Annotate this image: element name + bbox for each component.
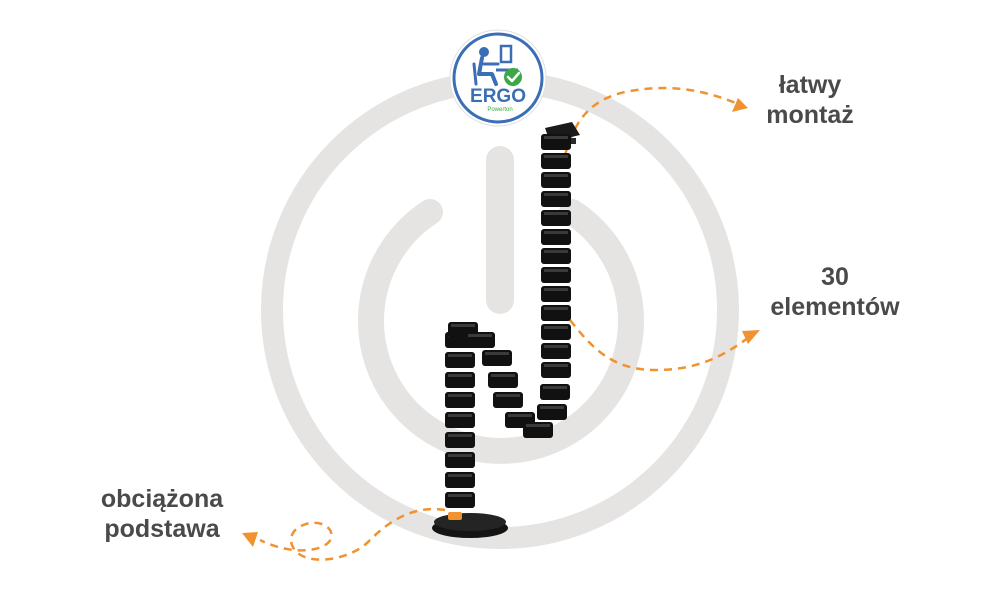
spine-segment-highlight [544, 155, 568, 158]
checkmark-icon [504, 68, 522, 86]
spine-segment-highlight [448, 414, 472, 417]
spine-segment-highlight [544, 174, 568, 177]
feature-elements: 30 elementów [745, 262, 925, 322]
spine-segment-highlight [544, 136, 568, 139]
spine-segment-highlight [448, 474, 472, 477]
spine-segment-highlight [544, 307, 568, 310]
feature-easy-mounting-line1: łatwy [778, 71, 842, 99]
spine-segment-highlight [468, 334, 492, 337]
arrow-elements [569, 319, 760, 372]
arrow-weighted-base [242, 507, 446, 561]
spine-segment-highlight [544, 364, 568, 367]
spine-segment-highlight [485, 352, 509, 355]
feature-elements-count: 30 [821, 263, 849, 291]
spine-segment-highlight [448, 354, 472, 357]
spine-segment-highlight [544, 193, 568, 196]
spine-segment-highlight [544, 231, 568, 234]
spine-segment-highlight [491, 374, 515, 377]
spine-segment-highlight [496, 394, 520, 397]
spine-segment-highlight [544, 345, 568, 348]
spine-segment-highlight [448, 374, 472, 377]
spine-segment-highlight [448, 454, 472, 457]
power-icon [261, 71, 739, 549]
person-at-desk-icon [472, 44, 518, 86]
spine-segment-highlight [526, 424, 550, 427]
logo-sub-text: Powerton [487, 107, 512, 113]
spine-segment-highlight [544, 212, 568, 215]
spine-segment-highlight [544, 326, 568, 329]
feature-weighted-base-line1: obciążona [100, 485, 224, 513]
spine-segment-highlight [544, 288, 568, 291]
logo-brand-text: ERGO [470, 86, 526, 107]
spine-segment-highlight [540, 406, 564, 409]
spine-segment-highlight [448, 434, 472, 437]
spine-segment-highlight [544, 269, 568, 272]
feature-elements-unit: elementów [770, 293, 900, 321]
spine-segment-highlight [508, 414, 532, 417]
spine-segment-highlight [451, 324, 475, 327]
feature-weighted-base-line2: podstawa [104, 515, 220, 543]
feature-easy-mounting: łatwy montaż [745, 70, 875, 130]
spine-segment-highlight [448, 494, 472, 497]
spine-segment-highlight [543, 386, 567, 389]
spine-segment-highlight [448, 394, 472, 397]
feature-weighted-base: obciążona podstawa [82, 484, 242, 544]
weighted-base [432, 512, 508, 538]
spine-segment-highlight [544, 250, 568, 253]
cable-spine [445, 134, 571, 508]
ergo-logo: ERGO Powerton [448, 28, 548, 128]
arrow-easy-mounting [563, 86, 748, 156]
feature-easy-mounting-line2: montaż [766, 101, 854, 129]
